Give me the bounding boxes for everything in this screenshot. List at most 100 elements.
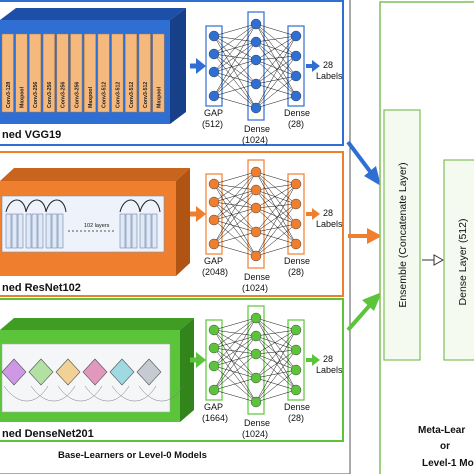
resnet-gap-label: GAP — [204, 256, 223, 266]
resnet-skip-connection — [119, 199, 141, 213]
densenet-connection — [30, 385, 76, 402]
densenet-connection — [255, 317, 297, 371]
vgg-layer-label: Conv3-512 — [129, 82, 135, 108]
vgg-connection — [255, 59, 297, 77]
meta-learner-footer-line3: Level-1 Mo — [422, 458, 474, 469]
densenet-connection — [57, 385, 103, 402]
vgg-connection — [255, 75, 297, 109]
resnet-connection — [255, 183, 297, 191]
densenet-connection — [213, 317, 257, 331]
resnet-dense1024-node — [250, 184, 262, 196]
vgg-dense1024-size: (1024) — [242, 135, 268, 145]
vgg-gap-label: GAP — [204, 108, 223, 118]
vgg-dense1024-node — [250, 54, 262, 66]
densenet-connection — [213, 353, 257, 367]
densenet-connection — [255, 349, 297, 403]
resnet-gap-node — [208, 238, 220, 250]
densenet-connection — [255, 335, 297, 391]
vgg-dense28-node — [290, 50, 302, 62]
resnet-gap-node — [208, 178, 220, 190]
resnet-skip-connection — [25, 199, 47, 213]
vgg-connection — [255, 23, 297, 37]
resnet-conv-block — [17, 213, 24, 249]
vgg-gap-node — [208, 48, 220, 60]
densenet-dense1024-node — [250, 372, 262, 384]
densenet-connection — [255, 353, 297, 391]
densenet-dense1024-frame — [247, 305, 265, 415]
resnet-skip-connection — [45, 199, 67, 213]
vgg-layer-label: Conv3-256 — [33, 82, 39, 108]
resnet-dense1024-node — [250, 202, 262, 214]
densenet-connection — [255, 369, 297, 379]
vgg-connection — [213, 41, 257, 97]
densenet-connection — [255, 389, 297, 403]
resnet-skip-connection — [139, 199, 161, 213]
vgg-layer-block — [15, 33, 28, 113]
vgg-gap-node — [208, 66, 220, 78]
base-learners-footer: Base-Learners or Level-0 Models — [58, 450, 207, 461]
densenet-connection — [213, 353, 257, 391]
vgg-connection — [213, 83, 257, 97]
resnet-conv-block — [145, 213, 152, 249]
vgg-connection — [213, 53, 257, 109]
vgg-layer-block — [83, 33, 96, 113]
resnet-dense1024-size: (1024) — [242, 283, 268, 293]
densenet-connection — [255, 329, 297, 379]
vgg-layer-label: Conv3-512 — [115, 82, 121, 108]
resnet-connection — [213, 207, 257, 221]
resnet-connection — [213, 231, 257, 245]
densenet-connection — [84, 385, 130, 402]
vgg-dense1024-node — [250, 102, 262, 114]
densenet-connection — [255, 329, 297, 337]
vgg-connection — [255, 23, 297, 77]
resnet-connection — [255, 223, 297, 233]
densenet-output-count: 28 — [323, 354, 333, 364]
densenet-dense-block — [1, 358, 27, 386]
densenet-gap-node — [208, 384, 220, 396]
vgg-connection — [255, 35, 297, 43]
resnet-connection — [255, 243, 297, 257]
vgg-layer-label: Maxpool — [156, 86, 162, 108]
resnet-dense28-label: Dense — [284, 256, 310, 266]
densenet-gap-node — [208, 324, 220, 336]
resnet-dense1024-label: Dense — [244, 272, 270, 282]
densenet-dense-block — [109, 358, 135, 386]
vgg-layer-block — [42, 33, 55, 113]
densenet-dense28-node — [290, 324, 302, 336]
densenet-gap-node — [208, 342, 220, 354]
densenet-box-top — [0, 318, 194, 330]
meta-learner-footer-line1: Meta-Lear — [418, 425, 465, 436]
vgg-connection — [255, 35, 297, 61]
densenet-connection — [213, 329, 257, 403]
densenet-dense-blocks — [1, 358, 184, 402]
resnet-conv-block — [31, 213, 38, 249]
vgg-output-count: 28 — [323, 60, 333, 70]
densenet-dense1024-label: Dense — [244, 418, 270, 428]
arrow-resnet-to-ensemble — [348, 228, 382, 244]
vgg-connection — [255, 59, 297, 97]
vgg-dense1024-node — [250, 36, 262, 48]
resnet-conv-block — [57, 213, 64, 249]
vgg-connection — [255, 41, 297, 57]
resnet-dense1024-node — [250, 250, 262, 262]
resnet-connection — [255, 183, 297, 209]
vgg-connection — [255, 55, 297, 109]
vgg-connection — [255, 35, 297, 109]
ensemble-layer-box — [383, 109, 421, 361]
resnet-connection — [255, 203, 297, 209]
vgg-connection — [213, 95, 257, 109]
resnet-dense28-node — [290, 218, 302, 230]
densenet-dense1024-node — [250, 330, 262, 342]
resnet-connection — [213, 171, 257, 221]
arrow-ensemble-to-dense — [422, 254, 445, 266]
densenet-connection — [255, 369, 297, 403]
resnet-connection — [255, 183, 297, 233]
densenet-connection — [213, 389, 257, 403]
resnet-residual-blocks — [5, 199, 161, 249]
vgg-connection — [213, 23, 257, 55]
densenet-dense28-node — [290, 364, 302, 376]
densenet-dense1024-node — [250, 312, 262, 324]
